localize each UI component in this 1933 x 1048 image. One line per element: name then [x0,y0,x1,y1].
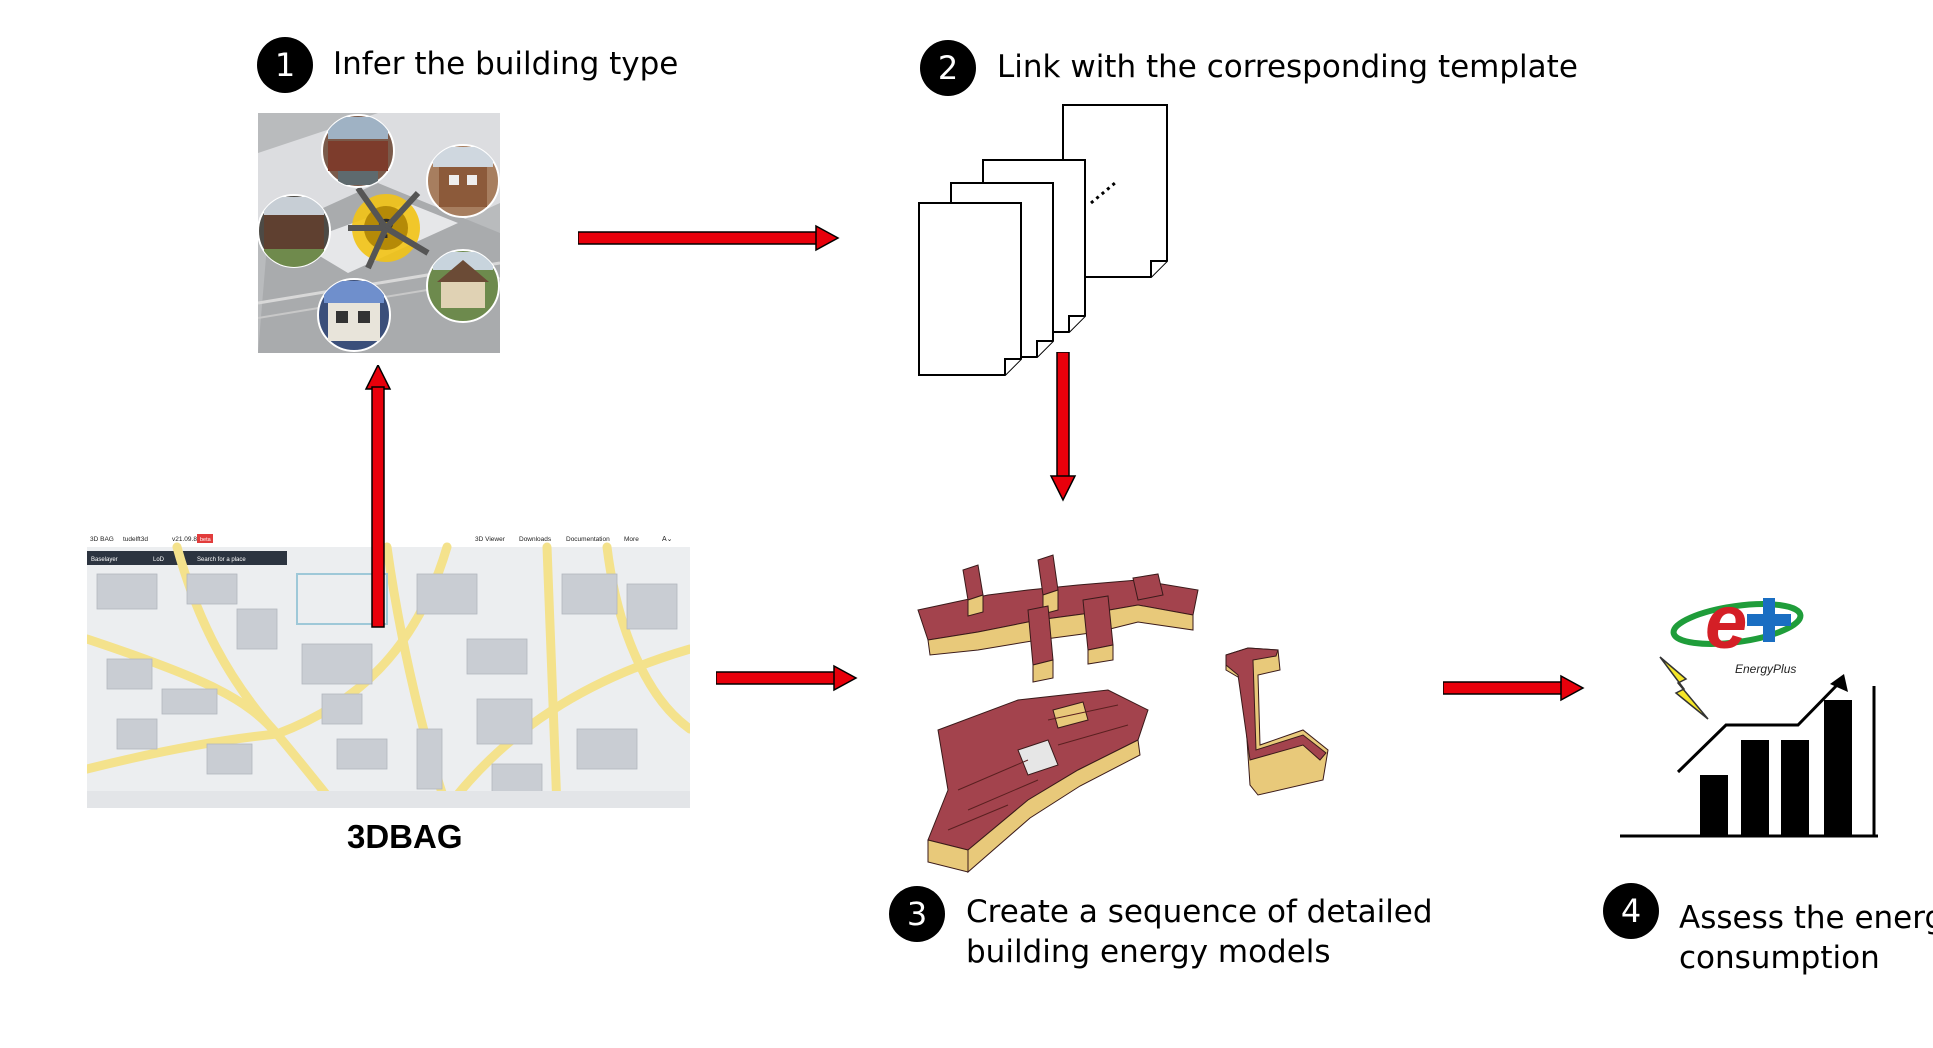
viewer-version: v21.09.8 [172,536,197,543]
house-photo-1 [321,114,395,188]
svg-text:e: e [1705,580,1747,665]
viewer-nav-downloads[interactable]: Downloads [519,536,552,543]
viewer-nav-more[interactable]: More [624,536,639,543]
arrow-up-1 [364,365,392,628]
arrow-right-2 [716,664,858,692]
building-energy-models-image [917,554,1329,874]
3dbag-viewer-screenshot: 3D BAG tudelft3d v21.09.8 beta 3D Viewer… [87,529,690,808]
question-icon: ? [348,186,430,270]
viewer-partner: tudelft3d [123,536,148,543]
house-photo-5 [317,278,391,352]
arrow-right-1 [578,224,840,252]
viewer-beta-badge: beta [200,537,212,543]
step-1-number: 1 [274,46,296,84]
viewer-search-input[interactable]: Search for a place [197,557,246,563]
viewer-nav-documentation[interactable]: Documentation [566,536,610,543]
translate-icon[interactable]: A⌄ [662,536,673,543]
step-2-badge: 2 [920,40,976,96]
viewer-baselayer-button[interactable]: Baselayer [91,557,118,563]
lightning-icon [1659,656,1709,720]
step-4-number: 4 [1620,892,1642,930]
step-3-label: Create a sequence of detailed building e… [966,894,1433,970]
house-photo-3 [258,194,331,268]
step-2-number: 2 [937,49,959,87]
house-photo-2 [426,144,500,218]
step-3-number: 3 [906,895,928,933]
energyplus-logo-text: EnergyPlus [1735,662,1796,676]
building-model-2 [927,689,1149,874]
step-1-label: Infer the building type [333,46,679,82]
building-model-3 [1225,647,1329,796]
arrow-right-3 [1443,674,1585,702]
step-1-badge: 1 [257,37,313,93]
building-model-1 [917,554,1199,683]
viewer-brand: 3D BAG [90,536,114,543]
arrow-down-1 [1049,352,1077,502]
step-3-badge: 3 [889,886,945,942]
energyplus-logo: e EnergyPlus [1670,580,1804,676]
step-4-badge: 4 [1603,883,1659,939]
step-2-label: Link with the corresponding template [997,49,1578,85]
building-type-inference-image: ? [258,113,500,353]
energy-consumption-chart-icon [1620,674,1878,838]
dataset-label: 3DBAG [347,818,463,855]
viewer-lod-button[interactable]: LoD [153,557,165,563]
viewer-nav-3dviewer[interactable]: 3D Viewer [475,536,506,543]
template-documents-icon [918,104,1168,376]
step-4-label: Assess the energy consumption [1679,900,1933,976]
house-photo-4 [426,249,500,323]
